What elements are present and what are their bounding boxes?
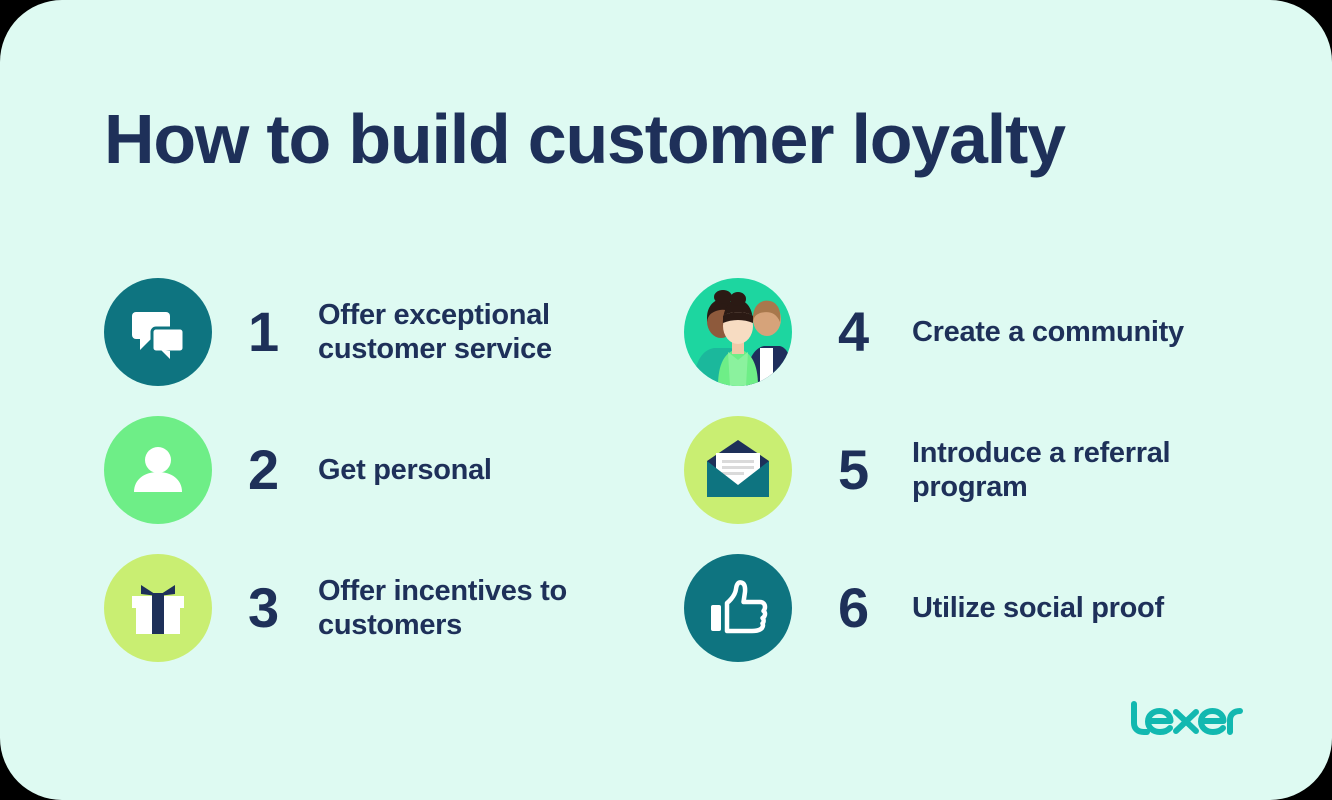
page-title: How to build customer loyalty [104, 100, 1066, 178]
step-label: Offer exceptional customer service [318, 298, 552, 365]
lexer-logo-icon [1128, 700, 1246, 745]
step-number: 4 [838, 300, 869, 363]
list-item: 1 Offer exceptional customer service [104, 272, 648, 392]
list-item: 5 Introduce a referral program [684, 410, 1264, 530]
step-number: 1 [248, 300, 279, 363]
speech-bubbles-icon [126, 300, 190, 364]
step-icon-badge [104, 554, 212, 662]
step-label: Offer incentives to customers [318, 574, 567, 641]
step-number: 5 [838, 438, 869, 501]
person-avatar-icon [126, 438, 190, 502]
step-number: 6 [838, 576, 869, 639]
step-icon-badge [684, 278, 792, 386]
step-icon-badge [104, 416, 212, 524]
step-label: Get personal [318, 453, 492, 486]
list-item: 2 Get personal [104, 410, 492, 530]
step-label: Utilize social proof [912, 591, 1164, 624]
open-envelope-icon [703, 435, 773, 505]
step-label: Introduce a referral program [912, 436, 1171, 503]
gift-box-icon [125, 575, 191, 641]
lexer-logo: Lexer [1128, 700, 1246, 745]
step-label: Create a community [912, 315, 1184, 348]
list-item: 6 Utilize social proof [684, 548, 1164, 668]
thumbs-up-icon [705, 575, 771, 641]
step-number: 2 [248, 438, 279, 501]
step-icon-badge [684, 554, 792, 662]
step-number: 3 [248, 576, 279, 639]
list-item: 4 Create a community [684, 272, 1184, 392]
step-icon-badge [104, 278, 212, 386]
group-of-people-icon [684, 278, 792, 386]
steps-grid: 1 Offer exceptional customer service 2 G… [0, 262, 1332, 682]
step-icon-badge [684, 416, 792, 524]
list-item: 3 Offer incentives to customers [104, 548, 648, 668]
